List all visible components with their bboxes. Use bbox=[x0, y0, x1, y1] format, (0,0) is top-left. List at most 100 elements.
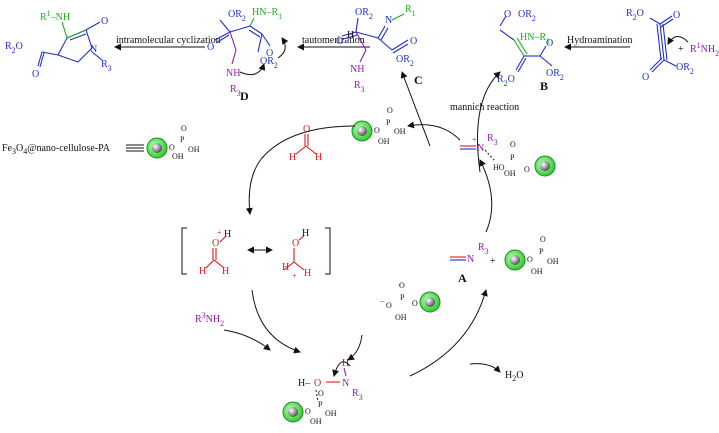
catalyst-name: Fe3O4@nano-cellulose-PA bbox=[2, 143, 111, 156]
svg-text:N: N bbox=[477, 143, 484, 154]
svg-text:P: P bbox=[539, 247, 544, 256]
svg-text:H: H bbox=[199, 266, 206, 277]
label-C: C bbox=[414, 73, 423, 87]
svg-text:H: H bbox=[282, 262, 289, 273]
iminium-r3: R3 bbox=[487, 133, 498, 147]
svg-text:OH: OH bbox=[504, 169, 516, 178]
svg-text:N: N bbox=[467, 254, 474, 265]
svg-text:−: − bbox=[380, 297, 385, 306]
pyrrolone-product: R1–NH O N R3 R2O O bbox=[5, 9, 112, 80]
alkyne-r2o: R2O bbox=[626, 8, 644, 22]
C-r3: R3 bbox=[354, 80, 365, 94]
svg-text:O: O bbox=[387, 106, 393, 115]
phosphonate-anion: − O P O OH O bbox=[380, 281, 441, 322]
tautomerization-label: tautomerization bbox=[302, 35, 365, 46]
svg-text:OH: OH bbox=[395, 313, 407, 322]
C-h: H bbox=[347, 30, 354, 41]
svg-text:P: P bbox=[386, 118, 391, 127]
D-o-right: O bbox=[266, 48, 273, 59]
svg-text:O: O bbox=[540, 235, 546, 244]
svg-text:OH: OH bbox=[531, 267, 543, 276]
svg-text:+: + bbox=[292, 271, 297, 280]
intramolecular-arrow: intramolecular cyclization bbox=[114, 35, 221, 51]
B-hn-r1: HN–R1 bbox=[520, 32, 550, 46]
svg-text:HO: HO bbox=[493, 163, 505, 172]
imine-A: N R3 A + O P O OH OH bbox=[450, 235, 559, 285]
product-ester: R2O bbox=[5, 41, 23, 55]
svg-text:OH: OH bbox=[325, 409, 337, 418]
B-or2-top: OR2 bbox=[518, 9, 536, 23]
C-n: N bbox=[385, 15, 392, 26]
intramolecular-label: intramolecular cyclization bbox=[116, 35, 221, 46]
C-o-right: O bbox=[410, 36, 417, 47]
B-o-top: O bbox=[504, 9, 511, 20]
imine-r3: R3 bbox=[478, 242, 489, 256]
hcho-o: O bbox=[303, 124, 310, 135]
alkyne-or2: OR2 bbox=[676, 62, 694, 76]
catalyst-top: O P O OH OH bbox=[351, 106, 406, 146]
svg-text:O: O bbox=[510, 140, 516, 149]
svg-text:P: P bbox=[180, 135, 185, 144]
svg-text:O: O bbox=[212, 238, 219, 249]
svg-text:OH: OH bbox=[310, 417, 322, 426]
iminium-catalyst-complex: + N R3 HO P O OH O mannich reaction bbox=[450, 102, 556, 178]
svg-text:H: H bbox=[302, 228, 309, 239]
plus-1: + bbox=[678, 44, 684, 55]
svg-text:H: H bbox=[342, 358, 349, 369]
C-or2-bottom: OR2 bbox=[396, 54, 414, 68]
svg-text:O: O bbox=[386, 301, 392, 310]
C-or2-top: OR2 bbox=[355, 7, 373, 21]
plus-2: + bbox=[490, 256, 496, 267]
svg-text:O: O bbox=[292, 238, 299, 249]
amine-r3nh2: R3NH2 bbox=[195, 311, 224, 328]
hemiaminal-complex: H N R3 O H– O P O OH OH bbox=[282, 334, 363, 426]
B-o-right: O bbox=[546, 38, 553, 49]
D-o-left: O bbox=[207, 42, 214, 53]
product-r3: R3 bbox=[101, 59, 112, 73]
svg-text:O: O bbox=[527, 255, 533, 264]
svg-text:O: O bbox=[314, 378, 321, 389]
cycle-arrows bbox=[223, 71, 501, 377]
svg-text:O: O bbox=[412, 299, 418, 308]
intermediate-B: O OR2 HN–R1 O R2O OR2 B bbox=[497, 9, 564, 93]
mannich-label: mannich reaction bbox=[450, 102, 519, 113]
svg-text:P: P bbox=[510, 153, 515, 162]
product-ring-n: N bbox=[90, 44, 97, 55]
alkyne-o2: O bbox=[642, 72, 649, 83]
svg-text:O: O bbox=[169, 143, 175, 152]
svg-text:OH: OH bbox=[172, 152, 184, 161]
D-nh: NH bbox=[226, 68, 240, 79]
catalyst-legend: Fe3O4@nano-cellulose-PA O P O OH OH bbox=[2, 124, 200, 161]
svg-text:OH: OH bbox=[394, 127, 406, 136]
water-label: H2O bbox=[505, 370, 523, 383]
product-r1nh: R1–NH bbox=[40, 9, 70, 23]
product-carbonyl-o: O bbox=[101, 16, 108, 27]
formaldehyde: O H H bbox=[289, 124, 322, 163]
svg-text:O: O bbox=[399, 281, 405, 290]
D-hn-r1: HN–R1 bbox=[252, 7, 282, 21]
svg-text:O: O bbox=[374, 126, 380, 135]
svg-text:OH: OH bbox=[188, 145, 200, 154]
D-or2-top: OR2 bbox=[228, 9, 246, 23]
protonated-formaldehyde-resonance: + O H H H O H H + H bbox=[181, 227, 331, 280]
svg-text:H: H bbox=[304, 268, 311, 279]
svg-text:N: N bbox=[342, 378, 349, 389]
intermediate-C: R1 N OR2 O H O OR2 NH R3 C bbox=[336, 4, 423, 94]
label-A: A bbox=[458, 271, 467, 285]
alkyne-reagent: R2O O OR2 O + R1NH2 bbox=[626, 8, 719, 83]
B-or2-right: OR2 bbox=[546, 68, 564, 82]
C-nh: NH bbox=[350, 64, 364, 75]
amine-r1nh2: R1NH2 bbox=[690, 41, 719, 58]
svg-text:O: O bbox=[305, 407, 311, 416]
C-r1: R1 bbox=[405, 4, 416, 18]
svg-text:H–: H– bbox=[298, 378, 311, 389]
hemi-r3: R3 bbox=[352, 388, 363, 402]
svg-text:H: H bbox=[222, 266, 229, 277]
svg-text:+: + bbox=[472, 135, 477, 144]
label-D: D bbox=[240, 89, 249, 103]
hydroamination-label: Hydroamination bbox=[567, 35, 633, 46]
svg-text:P: P bbox=[318, 400, 323, 409]
svg-text:O: O bbox=[318, 389, 324, 398]
svg-text:P: P bbox=[400, 293, 405, 302]
